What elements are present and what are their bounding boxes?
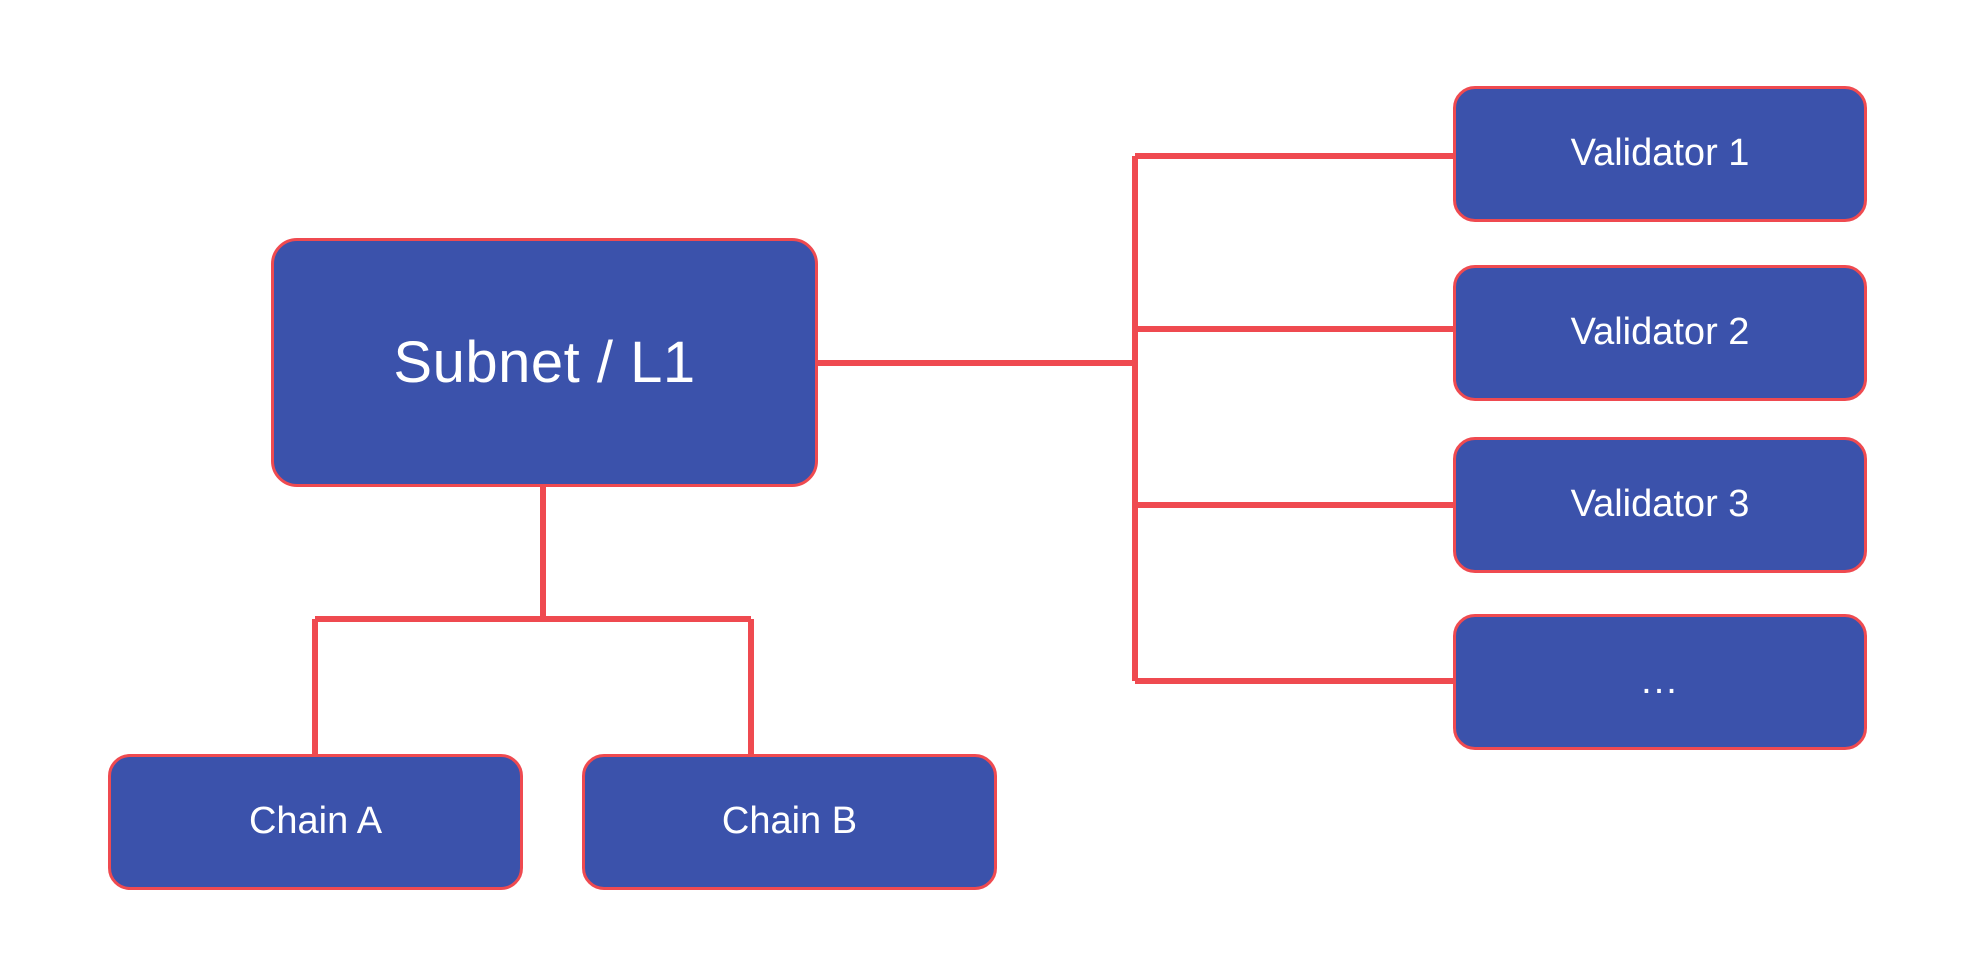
node-subnet-l1-label: Subnet / L1 <box>393 329 696 395</box>
node-validator-3-label: Validator 3 <box>1570 483 1750 526</box>
node-validator-2[interactable]: Validator 2 <box>1453 265 1867 401</box>
node-validator-1-label: Validator 1 <box>1570 132 1750 175</box>
node-chain-b[interactable]: Chain B <box>582 754 997 890</box>
node-chain-a-label: Chain A <box>248 800 383 843</box>
node-validator-more[interactable]: ... <box>1453 614 1867 750</box>
node-chain-b-label: Chain B <box>721 800 858 843</box>
node-validator-2-label: Validator 2 <box>1570 311 1750 354</box>
node-validator-more-label: ... <box>1641 660 1679 703</box>
node-subnet-l1[interactable]: Subnet / L1 <box>271 238 818 487</box>
node-validator-3[interactable]: Validator 3 <box>1453 437 1867 573</box>
node-chain-a[interactable]: Chain A <box>108 754 523 890</box>
node-validator-1[interactable]: Validator 1 <box>1453 86 1867 222</box>
